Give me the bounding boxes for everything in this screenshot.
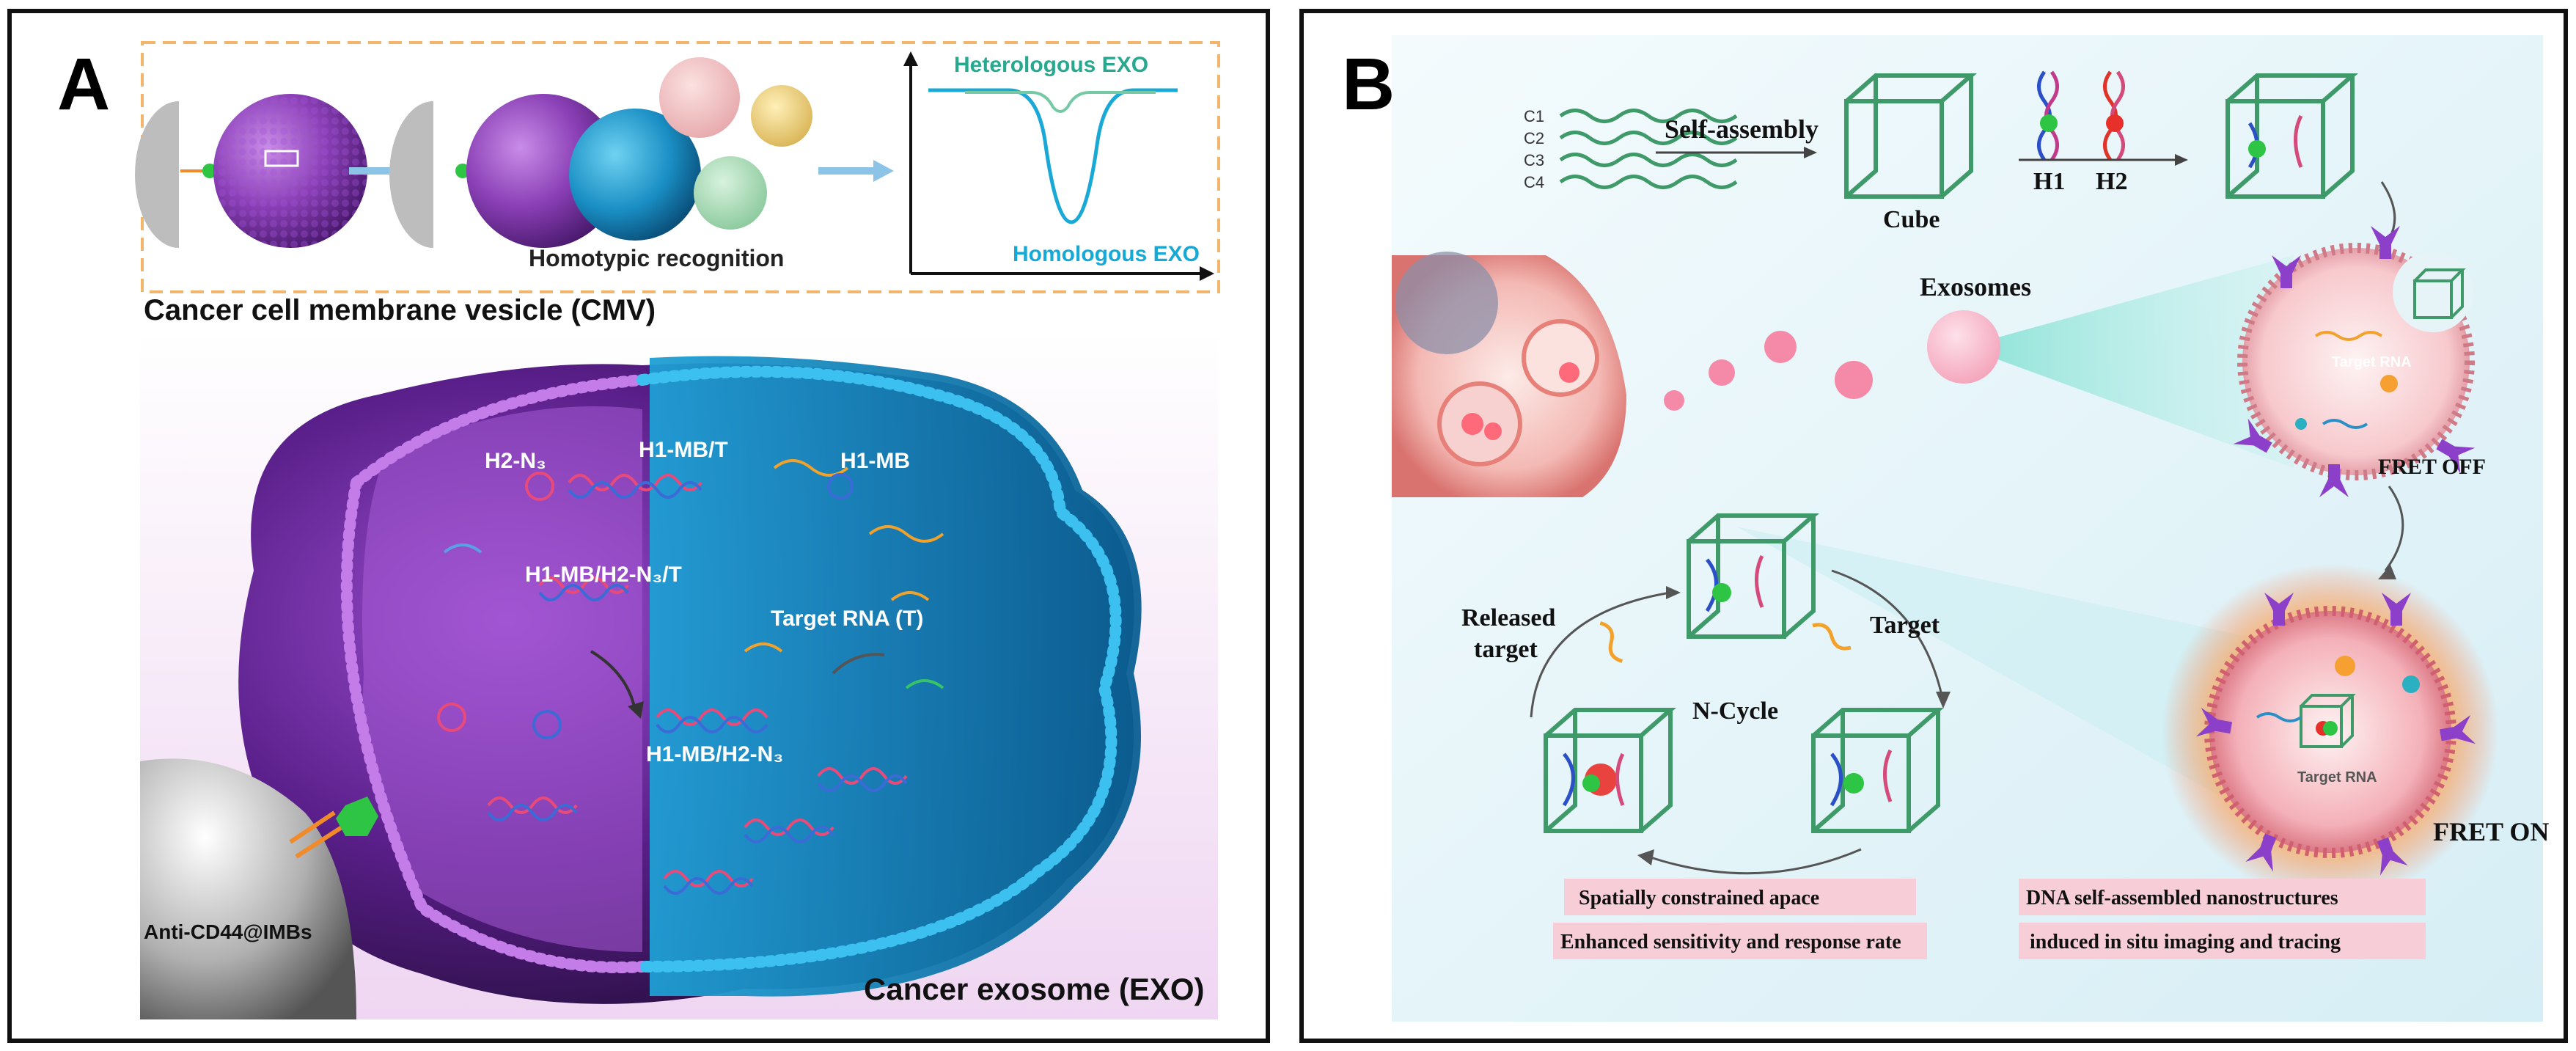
loaded-cube [2225,73,2358,199]
strand-label-c3: C3 [1524,151,1544,169]
strand-label-c2: C2 [1524,129,1544,147]
arrow-hairpin [2175,154,2188,166]
exosome-dot [1764,331,1797,363]
box-spatial [1564,879,1916,915]
label-cube: Cube [1883,206,1940,233]
label-target-rna-on: Target RNA [2297,769,2377,785]
box-imaging [2019,923,2426,959]
label-h1: H1 [2033,168,2065,195]
panel-a-illustration: Heterologous EXO Homologous EXO Homotypi… [135,41,1220,1019]
label-target-released: target [1474,636,1538,663]
signal-graph [903,51,1214,281]
exosome-dot [1664,390,1684,411]
strand-label-c4: C4 [1524,173,1544,191]
hairpin-h2 [2103,70,2125,161]
cycle-cube-left [1544,708,1676,833]
exosome-fret-on [2162,563,2499,901]
panel-a: A [7,9,1270,1043]
label-target-rna: Target RNA (T) [771,607,923,631]
dna-cube [1844,73,1977,199]
graph-label-homologous: Homologous EXO [1013,242,1200,266]
label-h2n3: H2-N₃ [485,449,546,473]
antibody-icon [202,164,217,178]
panel-b: B C1 C2 C3 C4 Self-assembly [1299,9,2568,1043]
hairpin-h1 [2037,70,2059,161]
exosome-caption: Cancer exosome (EXO) [864,972,1205,1006]
panel-a-letter: A [57,43,111,125]
heterologous-vesicle-pink [659,57,740,138]
label-released: Released [1461,604,1556,631]
cycle-arrow-2 [1637,849,1654,865]
exosome-large [1927,310,2000,384]
dna-strands [1559,109,1738,189]
cycle-arrow-3 [1666,586,1681,599]
cycle-cube-top [1687,513,1819,639]
dna-helices [437,459,944,895]
label-h1mb-h2n3: H1-MB/H2-N₃ [646,742,783,766]
exosome-dot [1709,359,1735,386]
text-imaging: induced in situ imaging and tracing [2030,931,2341,953]
inset-caption: Homotypic recognition [529,245,784,271]
cycle-arrow-1 [1936,692,1951,708]
label-fret-off: FRET OFF [2378,455,2486,479]
strand-label-c1: C1 [1524,107,1544,125]
zoom-beam-off [1964,255,2294,468]
heterologous-vesicle-yellow [751,85,812,147]
immunomagnetic-bead [140,758,356,1019]
graph-label-heterologous: Heterologous EXO [954,53,1148,77]
flow-arrow-2 [873,160,894,182]
text-spatial: Spatially constrained apace [1579,887,1819,909]
label-h2: H2 [2096,168,2127,195]
box-dna [2019,879,2426,915]
box-sensitivity [1553,923,1927,959]
label-fret-on: FRET ON [2433,817,2549,846]
bead-icon [135,101,179,248]
exosome-dot [1835,361,1873,399]
label-exosomes: Exosomes [1920,272,2031,301]
heterologous-vesicle-green [694,156,767,230]
label-target: Target [1870,612,1940,639]
label-self-assembly: Self-assembly [1665,114,1819,144]
label-n-cycle: N-Cycle [1692,697,1778,725]
exosome-body [238,356,1142,1004]
label-h1mbt: H1-MB/T [639,438,728,462]
cycle-cube-right [1811,708,1944,833]
label-h1mb: H1-MB [840,449,910,473]
label-h1mb-h2n3-t: H1-MB/H2-N₃/T [525,563,682,587]
cmv-caption: Cancer cell membrane vesicle (CMV) [144,294,656,326]
panel-b-letter: B [1342,43,1395,125]
text-sensitivity: Enhanced sensitivity and response rate [1560,931,1901,953]
antibody-icon [289,797,378,859]
arrow-self-assembly [1804,147,1817,158]
label-target-rna-off: Target RNA [2332,354,2412,370]
cancer-cell [1392,252,1626,497]
text-dna: DNA self-assembled nanostructures [2026,887,2338,909]
exo-sphere [569,109,701,241]
label-anti-cd44-imbs: Anti-CD44@IMBs [144,920,312,943]
panel-b-illustration: C1 C2 C3 C4 Self-assembly Cube H1 H2 [1392,35,2549,1022]
exosome-fret-off [2233,226,2476,497]
